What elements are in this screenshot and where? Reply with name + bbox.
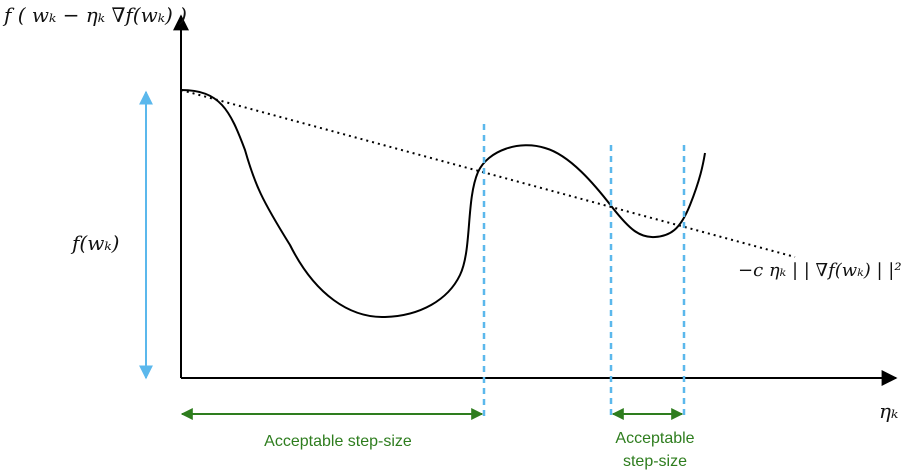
acceptable-step-size-label-1: Acceptable step-size <box>264 433 412 450</box>
acceptable-step-size-label-2-line1: Acceptable <box>615 430 694 447</box>
y-axis-label: f ( wₖ − ηₖ ∇f(wₖ) ) <box>2 3 187 27</box>
acceptable-step-size-label-2-line2: step-size <box>623 453 687 470</box>
f-wk-label: f(wₖ) <box>70 231 119 255</box>
x-axis-label: ηₖ <box>879 399 898 423</box>
sufficient-decrease-label: −c ηₖ | | ∇f(wₖ) | |² <box>738 260 902 281</box>
sufficient-decrease-line <box>180 89 796 258</box>
function-curve <box>180 89 706 319</box>
